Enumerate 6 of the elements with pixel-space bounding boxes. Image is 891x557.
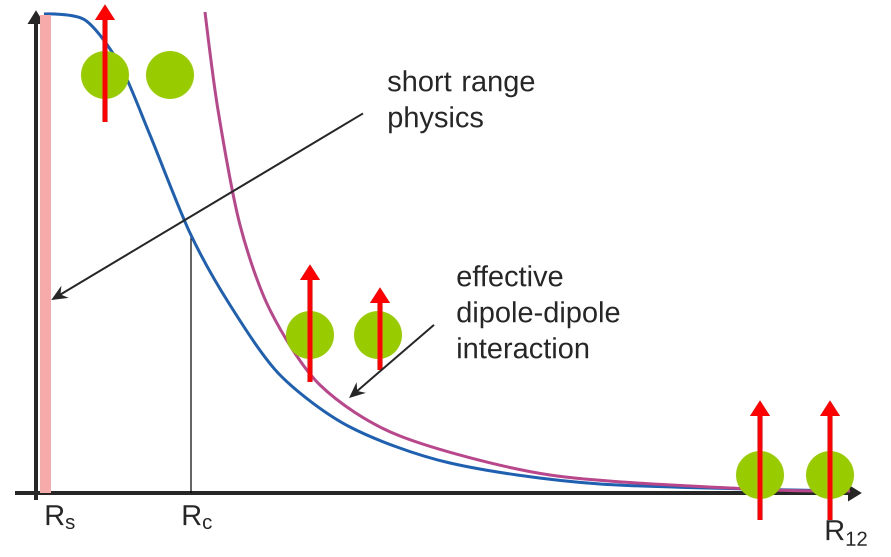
annotation-text: short range physics	[388, 70, 534, 134]
axis-label: R$_{c}$	[184, 505, 212, 530]
annotation-text: effective dipole-dipole interaction	[457, 265, 620, 358]
axis-label: R$_{12}$	[826, 520, 867, 546]
axis-label: R$_{s}$	[46, 505, 75, 530]
shaded-region	[40, 15, 51, 493]
